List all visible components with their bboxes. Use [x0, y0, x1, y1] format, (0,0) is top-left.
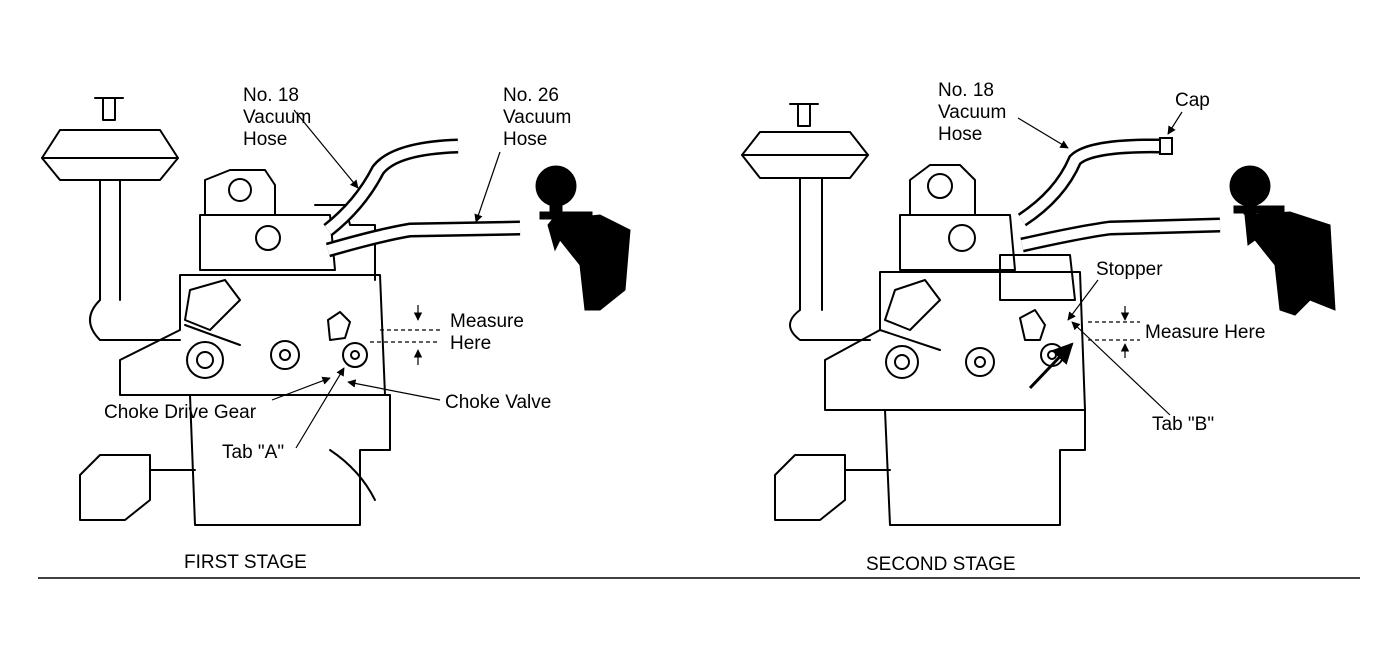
second-stage-caption: SECOND STAGE: [866, 554, 1016, 575]
measure-label-line1: Measure: [450, 311, 524, 332]
choke-drive-gear-label: Choke Drive Gear: [104, 402, 257, 423]
vacuum-pump-first: [535, 165, 631, 311]
hose18-label-line2: Vacuum: [243, 107, 311, 128]
hose26-label-line3: Hose: [503, 129, 547, 150]
vacuum-hoses-first: [323, 138, 521, 258]
hose26-label-line1: No. 26: [503, 85, 559, 106]
hose18-second-line1: No. 18: [938, 80, 994, 101]
first-stage-panel: No. 18 Vacuum Hose No. 26 Vacuum Hose Me…: [41, 85, 631, 573]
second-stage-panel: No. 18 Vacuum Hose Cap Stopper Measure H…: [741, 80, 1336, 575]
labels-first: No. 18 Vacuum Hose No. 26 Vacuum Hose Me…: [104, 85, 571, 463]
carburetor-body-first: [79, 169, 391, 526]
hose18-second-line3: Hose: [938, 124, 982, 145]
measure-label-line2: Here: [450, 333, 491, 354]
hose18-label-line3: Hose: [243, 129, 287, 150]
hose18-second-line2: Vacuum: [938, 102, 1006, 123]
tab-b-label: Tab "B": [1152, 414, 1214, 435]
tab-a-label: Tab "A": [222, 442, 284, 463]
measure-here-label: Measure Here: [1145, 322, 1265, 343]
vacuum-pump-second: [1229, 165, 1336, 316]
choke-diaphragm-second: [741, 103, 871, 341]
hose18-label-line1: No. 18: [243, 85, 299, 106]
cap-label: Cap: [1175, 90, 1210, 111]
labels-second: No. 18 Vacuum Hose Cap Stopper Measure H…: [938, 80, 1265, 435]
first-stage-caption: FIRST STAGE: [184, 552, 307, 573]
leaders-second: [1017, 111, 1183, 416]
leaders-first: [271, 109, 501, 449]
hose26-label-line2: Vacuum: [503, 107, 571, 128]
choke-valve-label: Choke Valve: [445, 392, 551, 413]
stopper-label: Stopper: [1096, 259, 1163, 280]
choke-diaphragm-first: [41, 97, 181, 341]
vacuum-hoses-second: [1017, 137, 1221, 253]
carburetor-body-second: [774, 164, 1086, 526]
